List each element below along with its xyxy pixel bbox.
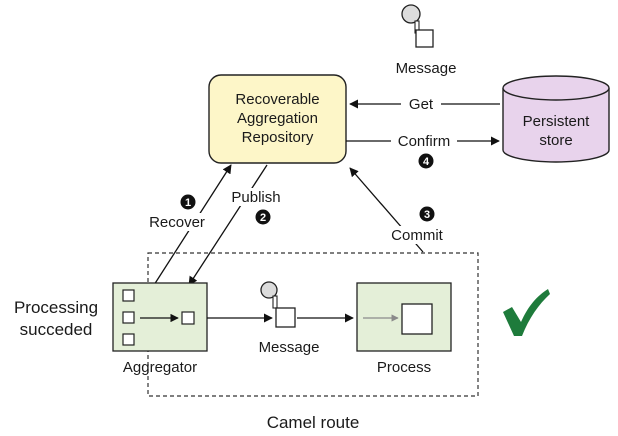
- store-label-line2: store: [539, 132, 572, 149]
- camel-route-label: Camel route: [267, 413, 360, 432]
- process-output-square: [401, 303, 433, 335]
- mid-message-label: Message: [259, 339, 320, 356]
- repository-box: [208, 74, 347, 164]
- checkmark-icon: [503, 289, 550, 336]
- publish-arrow: [188, 164, 268, 286]
- persistent-store-cylinder: [502, 75, 610, 163]
- camel-route-boundary: [147, 252, 479, 397]
- top-message-icon: [401, 4, 434, 48]
- svg-text:2: 2: [260, 212, 266, 224]
- step-badge-publish: 2: [255, 209, 271, 225]
- repository-label-line2: Aggregation: [237, 110, 318, 127]
- process-label: Process: [377, 359, 431, 376]
- commit-label: Commit: [391, 227, 443, 244]
- get-label: Get: [409, 96, 434, 113]
- aggregator-input-squares: [122, 289, 135, 346]
- svg-text:1: 1: [185, 197, 191, 209]
- repository-label-line3: Repository: [242, 129, 314, 146]
- store-label-line1: Persistent: [523, 113, 591, 130]
- aggregator-output-square: [181, 311, 195, 325]
- mid-message-icon: [260, 281, 296, 328]
- step-badge-commit: 3: [419, 206, 435, 222]
- processing-status-line2: succeded: [20, 320, 93, 339]
- processing-status-line1: Processing: [14, 298, 98, 317]
- top-message-label: Message: [396, 60, 457, 77]
- svg-text:3: 3: [424, 209, 430, 221]
- confirm-label: Confirm: [398, 133, 451, 150]
- svg-text:4: 4: [423, 156, 430, 168]
- aggregator-label: Aggregator: [123, 359, 197, 376]
- publish-label: Publish: [231, 189, 280, 206]
- step-badge-recover: 1: [180, 194, 196, 210]
- repository-label-line1: Recoverable: [235, 91, 319, 108]
- recover-label: Recover: [149, 214, 205, 231]
- step-badge-confirm: 4: [418, 153, 434, 169]
